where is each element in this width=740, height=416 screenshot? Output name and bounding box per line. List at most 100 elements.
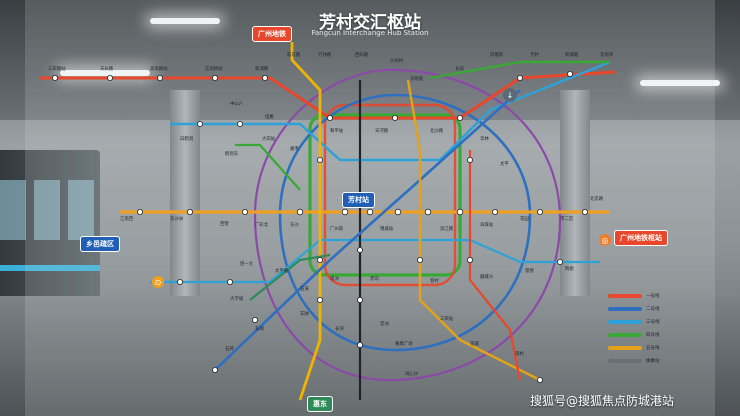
station-dot[interactable] bbox=[296, 208, 304, 216]
station-dot[interactable] bbox=[236, 121, 243, 128]
station-dot[interactable] bbox=[537, 376, 544, 383]
station-dot[interactable] bbox=[316, 256, 323, 263]
station-dot[interactable] bbox=[241, 208, 248, 215]
station-dot[interactable] bbox=[356, 341, 363, 348]
legend-label: 二号线 bbox=[646, 306, 660, 312]
station-dot[interactable] bbox=[537, 208, 544, 215]
station-label: 市二宫 bbox=[560, 215, 574, 222]
station-label: 广州南 bbox=[330, 225, 344, 232]
station-label: 江南西 bbox=[120, 215, 134, 222]
station-label: 白鹤洞 bbox=[180, 135, 194, 142]
station-dot[interactable] bbox=[226, 278, 233, 285]
station-dot[interactable] bbox=[466, 256, 473, 263]
station-dot[interactable] bbox=[356, 296, 363, 303]
line-darkgreen bbox=[249, 253, 331, 301]
station-dot[interactable] bbox=[466, 156, 473, 163]
legend-swatch bbox=[608, 293, 642, 298]
station-dot[interactable] bbox=[557, 258, 564, 265]
train-stripe bbox=[0, 265, 100, 271]
station-label: 天河路 bbox=[375, 127, 389, 134]
station-dot[interactable] bbox=[491, 208, 498, 215]
legend-row: 三号线 bbox=[608, 316, 712, 327]
hub-station-tag[interactable]: 广州地铁枢站 bbox=[614, 230, 668, 246]
station-label: 庄岗桥站 bbox=[205, 65, 223, 72]
station-dot[interactable] bbox=[107, 75, 114, 82]
legend-swatch bbox=[608, 332, 642, 337]
line-green-ne bbox=[429, 60, 610, 80]
station-dot[interactable] bbox=[136, 208, 143, 215]
line-cyan bbox=[170, 60, 611, 162]
station-label: 磨碟沙 bbox=[480, 273, 494, 280]
station-label: 花城 bbox=[470, 340, 479, 347]
train-window bbox=[0, 180, 26, 240]
station-dot[interactable] bbox=[261, 75, 268, 82]
station-label: 客村 bbox=[430, 277, 439, 284]
guangzhou-metro-tag[interactable]: 广州地铁 bbox=[252, 26, 292, 42]
station-dot[interactable] bbox=[196, 121, 203, 128]
bottom-station-tag[interactable]: 惠东 bbox=[307, 396, 333, 412]
station-dot[interactable] bbox=[416, 256, 423, 263]
station-dot[interactable] bbox=[394, 208, 402, 216]
station-dot[interactable] bbox=[316, 156, 323, 163]
transfer-icon: ⊙ bbox=[152, 276, 164, 288]
ceiling-light bbox=[150, 18, 220, 24]
station-label: 新城路 bbox=[565, 51, 579, 58]
legend: 一号线 二号线 三号线 四号线 五号线 换乘站 bbox=[608, 290, 712, 368]
line-red-south bbox=[468, 150, 522, 381]
district-tag[interactable]: 乡邑疏区 bbox=[80, 236, 120, 252]
station-dot[interactable] bbox=[251, 316, 258, 323]
station-label: 官洲 bbox=[380, 320, 389, 327]
station-label: 中山八 bbox=[230, 100, 244, 107]
station-dot[interactable] bbox=[316, 296, 323, 303]
station-dot[interactable] bbox=[391, 115, 398, 122]
station-dot[interactable] bbox=[326, 115, 333, 122]
station-dot[interactable] bbox=[517, 75, 524, 82]
station-label: 大岗站 bbox=[262, 135, 276, 142]
legend-swatch bbox=[608, 319, 642, 324]
station-label: 西塱 bbox=[220, 220, 229, 227]
station-label: 番禺广场 bbox=[395, 340, 413, 347]
station-label: 沙坝村 bbox=[390, 57, 404, 64]
station-label: 花园 bbox=[520, 215, 529, 222]
station-label: 大学城 bbox=[230, 295, 244, 302]
station-dot[interactable] bbox=[456, 208, 464, 216]
ceiling bbox=[0, 0, 740, 120]
station-label: 和平站 bbox=[330, 127, 344, 134]
station-dot[interactable] bbox=[341, 208, 349, 216]
station-dot[interactable] bbox=[176, 278, 183, 285]
station-dot[interactable] bbox=[156, 75, 163, 82]
station-label: 坦尾 bbox=[265, 113, 274, 120]
station-dot[interactable] bbox=[424, 208, 432, 216]
station-dot[interactable] bbox=[356, 246, 363, 253]
station-label: 东晓南 bbox=[410, 75, 424, 82]
station-label: 太平路 bbox=[275, 267, 289, 274]
station-label: 海珠站 bbox=[480, 221, 494, 228]
station-dot[interactable] bbox=[582, 208, 589, 215]
station-dot[interactable] bbox=[52, 75, 59, 82]
station-dot[interactable] bbox=[211, 366, 218, 373]
ring-line-green bbox=[308, 113, 462, 277]
hub-icon: ◎ bbox=[599, 234, 611, 246]
map-subtitle: Fangcun Interchange Hub Station bbox=[311, 29, 429, 37]
station-label: 石溪 bbox=[300, 285, 309, 292]
legend-label: 五号线 bbox=[646, 345, 660, 351]
map-title: 芳村交汇枢站 bbox=[319, 13, 421, 33]
station-dot[interactable] bbox=[366, 208, 374, 216]
ring-line-red bbox=[323, 103, 457, 287]
station-label: 石牌 bbox=[225, 345, 234, 352]
station-dot[interactable] bbox=[567, 71, 574, 78]
station-label: 太平 bbox=[500, 160, 509, 167]
station-label: 三荣路站 bbox=[48, 65, 66, 72]
train bbox=[0, 150, 100, 300]
station-label: 芳村 bbox=[530, 51, 539, 58]
station-dot[interactable] bbox=[456, 115, 463, 122]
station-label: 嘉禾 bbox=[290, 145, 299, 152]
line-green-west bbox=[235, 143, 301, 191]
station-dot[interactable] bbox=[186, 208, 193, 215]
station-label: 前东路 bbox=[287, 51, 301, 58]
center-station-tag[interactable]: 芳村站 bbox=[342, 192, 375, 208]
station-dot[interactable] bbox=[211, 75, 218, 82]
station-label: 海心沙 bbox=[405, 370, 419, 377]
ceiling-light bbox=[60, 70, 150, 76]
